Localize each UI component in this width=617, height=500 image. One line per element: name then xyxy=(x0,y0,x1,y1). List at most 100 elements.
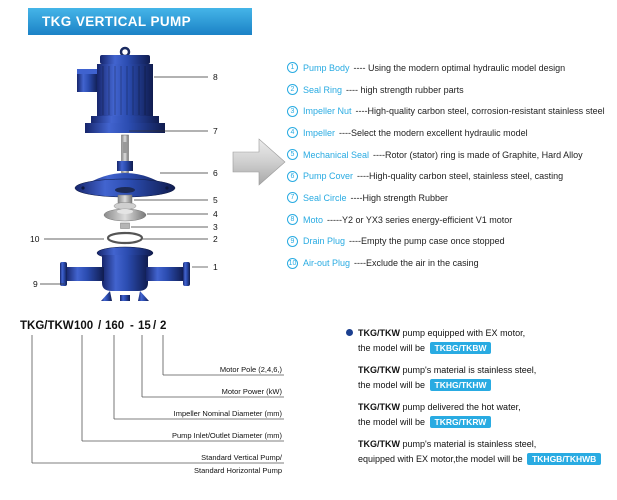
note-text: pump equipped with EX motor, xyxy=(400,328,526,338)
model-code-slash2: / xyxy=(153,320,157,332)
label-motor-power: Motor Power (kW) xyxy=(222,387,283,396)
note-bold: TKG/TKW xyxy=(358,439,400,449)
part-item-5: 5 Mechanical Seal ----Rotor (stator) rin… xyxy=(287,144,617,166)
model-badge: TKHGB/TKHWB xyxy=(527,452,602,465)
note-text: pump delivered the hot water, xyxy=(400,402,521,412)
note-stainless-ex: TKG/TKW pump's material is stainless ste… xyxy=(358,437,617,466)
part-name: Pump Cover xyxy=(303,171,354,182)
part-item-7: 7 Seal Circle ----High strength Rubber xyxy=(287,187,617,209)
callout-3: 3 xyxy=(213,222,218,232)
part-name: Seal Ring xyxy=(303,84,343,95)
part-name: Impeller Nut xyxy=(303,106,352,117)
model-badge: TKHG/TKHW xyxy=(429,378,492,391)
part-desc: ----High-quality carbon steel, corrosion… xyxy=(355,106,605,117)
part-desc: ----Select the modern excellent hydrauli… xyxy=(339,127,528,138)
note-bold: TKG/TKW xyxy=(358,365,400,375)
model-badge: TKRG/TKRW xyxy=(429,415,492,428)
page-title-banner: TKG VERTICAL PUMP xyxy=(28,8,252,35)
parts-list: 1 Pump Body ---- Using the modern optima… xyxy=(287,57,617,274)
model-code-series: TKG/TKW xyxy=(20,320,74,332)
part-item-4: 4 Impeller ----Select the modern excelle… xyxy=(287,122,617,144)
model-badge: TKBG/TKBW xyxy=(429,341,492,354)
part-desc: ---- Using the modern optimal hydraulic … xyxy=(353,62,566,73)
part-name: Pump Body xyxy=(303,62,350,73)
note-hot-water: TKG/TKW pump delivered the hot water, th… xyxy=(358,400,617,429)
part-item-3: 3 Impeller Nut ----High-quality carbon s… xyxy=(287,100,617,122)
label-inlet-outlet: Pump Inlet/Outlet Diameter (mm) xyxy=(172,431,283,440)
circled-number-icon: 3 xyxy=(287,105,298,117)
part-item-8: 8 Moto -----Y2 or YX3 series energy-effi… xyxy=(287,209,617,231)
impeller-nut xyxy=(120,222,130,229)
callout-6: 6 xyxy=(213,168,218,178)
label-motor-pole: Motor Pole (2,4,6,) xyxy=(220,365,283,374)
circled-number-icon: 4 xyxy=(287,127,298,139)
callout-1: 1 xyxy=(213,262,218,272)
label-standard-line1: Standard Vertical Pump/ xyxy=(201,453,283,462)
part-desc: ----High-quality carbon steel, stainless… xyxy=(357,171,564,182)
part-name: Drain Plug xyxy=(303,236,346,247)
part-desc: ----Rotor (stator) ring is made of Graph… xyxy=(373,149,583,160)
callout-7: 7 xyxy=(213,126,218,136)
callout-2: 2 xyxy=(213,234,218,244)
part-name: Mechanical Seal xyxy=(303,149,370,160)
note-text: the model will be xyxy=(358,379,428,390)
pump-exploded-diagram: 8 7 6 5 4 3 2 1 10 9 xyxy=(30,46,218,301)
part-name: Impeller xyxy=(303,127,336,138)
model-code-slash1: / xyxy=(98,320,102,332)
circled-number-icon: 2 xyxy=(287,84,298,96)
note-text: the model will be xyxy=(358,416,428,427)
note-text: pump's material is stainless steel, xyxy=(400,365,537,375)
label-impeller-diameter: Impeller Nominal Diameter (mm) xyxy=(174,409,283,418)
transition-arrow-icon xyxy=(232,138,286,186)
part-desc: ---- high strength rubber parts xyxy=(346,84,464,95)
circled-number-icon: 9 xyxy=(287,235,298,247)
part-desc: -----Y2 or YX3 series energy-efficient V… xyxy=(327,214,513,225)
model-code-dash: - xyxy=(130,320,134,332)
lifting-eye xyxy=(119,46,131,58)
circled-number-icon: 5 xyxy=(287,149,298,161)
note-bold: TKG/TKW xyxy=(358,328,400,338)
part-desc: ----Empty the pump case once stopped xyxy=(349,236,505,247)
part-item-10: 10 Air-out Plug ----Exclude the air in t… xyxy=(287,252,617,274)
drain-plug xyxy=(120,295,130,301)
model-code: TKG/TKW 100 / 160 - 15 / 2 xyxy=(20,320,166,332)
pump-body xyxy=(60,246,190,301)
connector-lines xyxy=(31,335,284,464)
part-name: Air-out Plug xyxy=(303,258,351,269)
part-name: Seal Circle xyxy=(303,192,347,203)
callout-9: 9 xyxy=(33,279,38,289)
part-desc: ----High strength Rubber xyxy=(350,192,449,203)
page-title: TKG VERTICAL PUMP xyxy=(42,14,192,29)
note-bold: TKG/TKW xyxy=(358,402,400,412)
part-name: Moto xyxy=(303,214,324,225)
note-text: pump's material is stainless steel, xyxy=(400,439,537,449)
bullet-icon xyxy=(346,329,353,336)
circled-number-icon: 6 xyxy=(287,170,298,182)
circled-number-icon: 8 xyxy=(287,214,298,226)
circled-number-icon: 10 xyxy=(287,257,298,269)
motor-fins xyxy=(102,66,146,115)
model-code-diagram: TKG/TKW 100 / 160 - 15 / 2 Motor Pole (2… xyxy=(20,320,284,475)
circled-number-icon: 1 xyxy=(287,62,298,74)
callout-8: 8 xyxy=(213,72,218,82)
callout-5: 5 xyxy=(213,195,218,205)
model-code-inlet: 100 xyxy=(74,320,93,332)
seal-ring xyxy=(106,231,144,245)
note-ex-motor: TKG/TKW pump equipped with EX motor, the… xyxy=(358,326,617,355)
note-text: the model will be xyxy=(358,342,428,353)
motor xyxy=(77,46,165,133)
model-code-power: 15 xyxy=(138,320,151,332)
label-standard-line2: Standard Horizontal Pump xyxy=(194,466,282,475)
part-item-6: 6 Pump Cover ----High-quality carbon ste… xyxy=(287,165,617,187)
circled-number-icon: 7 xyxy=(287,192,298,204)
model-code-pole: 2 xyxy=(160,320,166,332)
impeller xyxy=(103,208,147,222)
mechanical-seal xyxy=(113,194,137,210)
part-desc: ----Exclude the air in the casing xyxy=(354,258,479,269)
callout-lines xyxy=(40,76,208,285)
model-code-diameter: 160 xyxy=(105,320,124,332)
note-stainless: TKG/TKW pump's material is stainless ste… xyxy=(358,363,617,392)
callout-4: 4 xyxy=(213,209,218,219)
part-item-9: 9 Drain Plug ----Empty the pump case onc… xyxy=(287,231,617,253)
